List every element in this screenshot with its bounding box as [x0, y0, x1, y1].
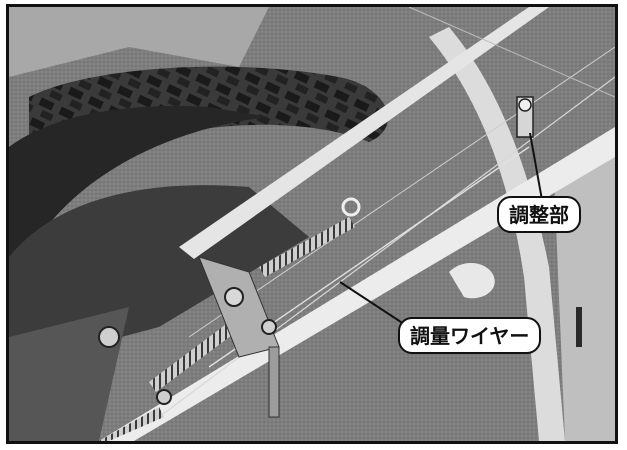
upper-rail — [179, 7, 549, 259]
bolt-4 — [156, 389, 172, 405]
threaded-rod — [268, 346, 280, 418]
bolt-3 — [98, 326, 120, 348]
bolt-1 — [224, 287, 244, 307]
wire-4 — [408, 7, 615, 98]
wire-3 — [188, 46, 615, 338]
adjustment-part-label: 調整部 — [509, 203, 569, 227]
white-piece — [449, 262, 495, 299]
adjustment-wire-label: 調量ワイヤー — [410, 324, 530, 348]
callout-adjustment-wire: 調量ワイヤー — [398, 317, 542, 354]
panel-slot — [576, 307, 582, 347]
spring-hook — [341, 197, 361, 217]
spring-upper — [259, 217, 355, 277]
adjuster-nut — [518, 98, 532, 112]
callout-adjustment-part: 調整部 — [497, 196, 581, 233]
tire-sidewall — [9, 106, 269, 268]
spring-bottom — [99, 407, 164, 441]
ground-area — [9, 7, 269, 77]
bolt-2 — [261, 319, 277, 335]
